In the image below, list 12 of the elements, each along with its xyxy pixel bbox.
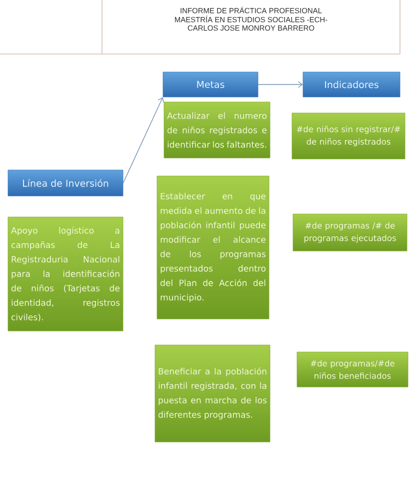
heading-box: Línea de Inversión [8, 170, 124, 196]
arrow [258, 81, 303, 88]
text-box: Apoyo logístico a campañas de La Registraduria Nacional para la identificación de niños (Tarjetas de identidad, registros civiles). [8, 216, 124, 332]
heading-box: Indicadores [302, 72, 400, 98]
text-box: #de niños sin registrar/# de niños registrados [292, 112, 406, 160]
heading-box: Metas [162, 72, 258, 98]
text-box: Beneficiar a la población infantil registrada, con la puesta en marcha de los diferentes programas. [154, 344, 270, 442]
arrow [122, 97, 164, 184]
text-box: #de programas/#de niños beneficiados [296, 352, 408, 388]
text-box: Establecer en que medida el aumento de la población infantil puede modificar el alcance de los programas presentados dentro del Plan de Acción del municipio. [156, 176, 270, 320]
text-box: #de programas /# de programas ejecutados [292, 214, 408, 252]
text-box: Actualizar el numero de niños registrados e identificar los faltantes. [164, 102, 270, 158]
